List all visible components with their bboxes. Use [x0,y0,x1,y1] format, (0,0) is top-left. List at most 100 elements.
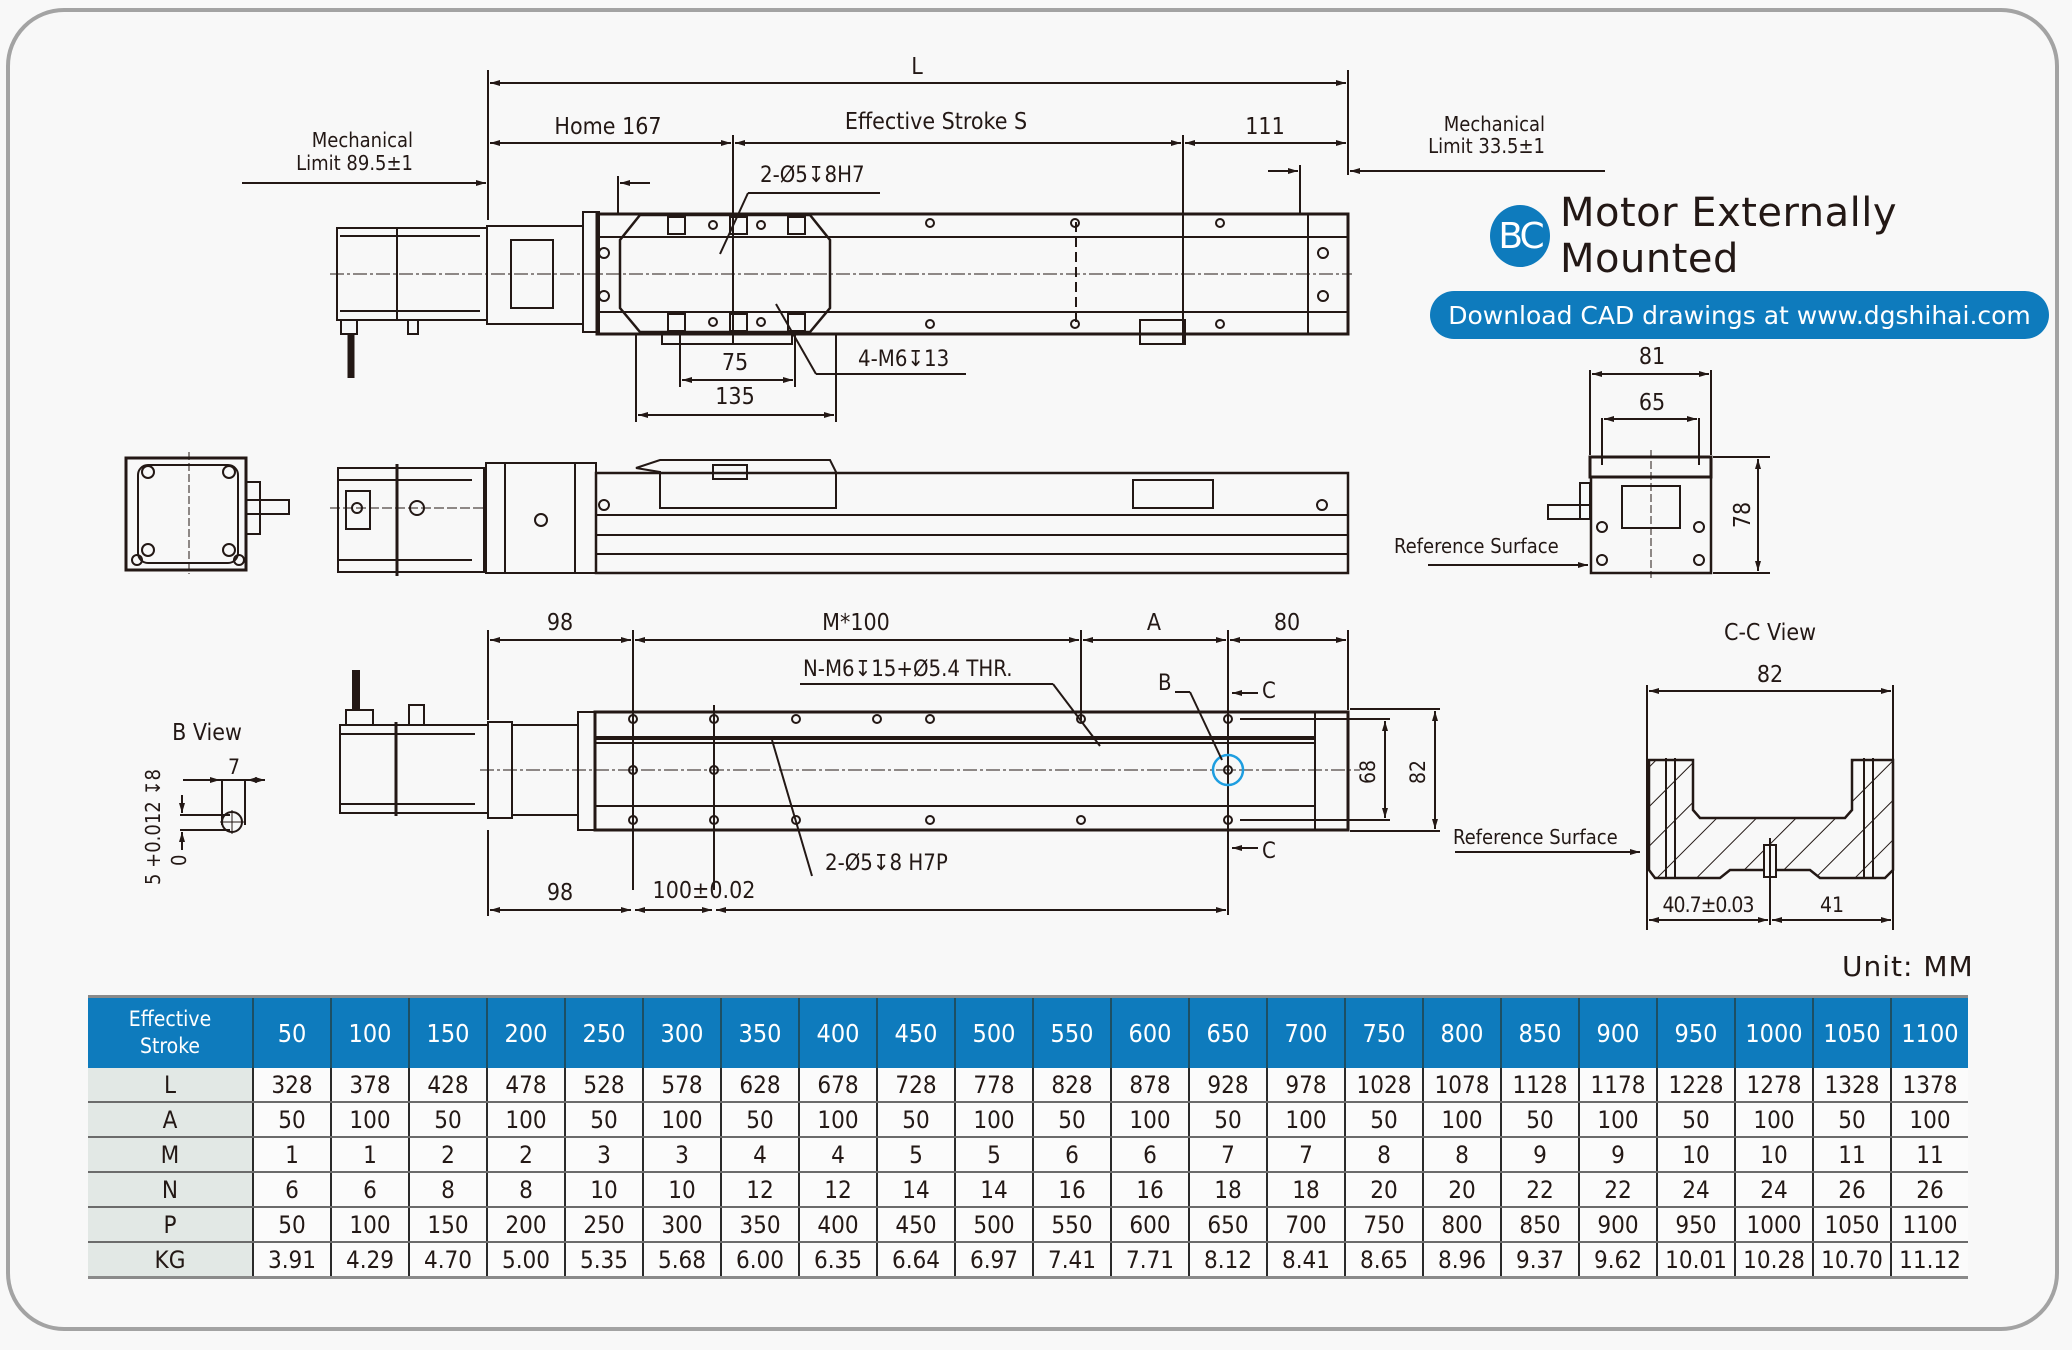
table-cell: 8 [408,1172,487,1208]
table-cell: 100 [954,1102,1033,1138]
table-cell: 1378 [1890,1068,1968,1103]
row-label: N [88,1172,253,1208]
table-cell: 18 [1188,1172,1267,1208]
mech-limit-right-line2: Limit 33.5±1 [1428,134,1545,158]
table-cell: 4.70 [408,1242,487,1279]
table-cell: 4 [720,1137,799,1173]
column-header-stroke: 100 [330,995,409,1068]
table-cell: 778 [954,1068,1033,1103]
table-cell: 100 [1422,1102,1501,1138]
row-label: M [88,1137,253,1173]
table-cell: 20 [1344,1172,1423,1208]
table-cell: 850 [1500,1207,1579,1243]
right-end-view [1428,370,1770,578]
label-68: 68 [1356,760,1380,784]
column-header-stroke: 600 [1110,995,1189,1068]
table-cell: 4.29 [330,1242,409,1279]
table-cell: 3 [642,1137,721,1173]
table-cell: 14 [954,1172,1033,1208]
label-75: 75 [722,350,748,376]
column-header-stroke: 300 [642,995,721,1068]
table-cell: 1328 [1812,1068,1891,1103]
cc-label-82: 82 [1757,662,1783,688]
label-98-top: 98 [547,610,573,636]
label-82: 82 [1406,760,1430,784]
table-cell: 11 [1890,1137,1968,1173]
column-header-stroke: 1050 [1812,995,1891,1068]
table-cell: 9.62 [1578,1242,1657,1279]
label-C-top: C [1262,679,1276,704]
b-view-dim-7: 7 [228,755,240,779]
table-cell: 7.41 [1032,1242,1111,1279]
table-cell: 750 [1344,1207,1423,1243]
column-header-stroke: 850 [1500,995,1579,1068]
table-cell: 978 [1266,1068,1345,1103]
table-cell: 878 [1110,1068,1189,1103]
mech-limit-left-line1: Mechanical [312,128,413,152]
table-cell: 20 [1422,1172,1501,1208]
detail-b-highlight [1211,753,1245,787]
table-cell: 50 [1344,1102,1423,1138]
table-cell: 12 [798,1172,877,1208]
cc-label-41: 41 [1820,893,1844,917]
cc-label-407: 40.7±0.03 [1663,893,1754,917]
table-cell: 24 [1656,1172,1735,1208]
column-header-stroke: 50 [252,995,331,1068]
table-cell: 50 [720,1102,799,1138]
screw-callout-top: 4-M6↧13 [858,347,949,372]
table-cell: 16 [1110,1172,1189,1208]
pin-callout-top: 2-Ø5↧8H7 [760,163,865,188]
table-cell: 700 [1266,1207,1345,1243]
table-cell: 50 [1500,1102,1579,1138]
table-cell: 1278 [1734,1068,1813,1103]
column-header-stroke: 450 [876,995,955,1068]
label-78: 78 [1730,502,1756,528]
table-cell: 100 [798,1102,877,1138]
table-cell: 3 [564,1137,643,1173]
bottom-view [339,630,1640,916]
table-cell: 10.01 [1656,1242,1735,1279]
label-L: L [911,54,923,80]
table-cell: 728 [876,1068,955,1103]
table-cell: 8 [1422,1137,1501,1173]
column-header-stroke: 200 [486,995,565,1068]
column-header-stroke: 650 [1188,995,1267,1068]
table-cell: 8 [486,1172,565,1208]
table-cell: 1 [252,1137,331,1173]
column-header-stroke: 1000 [1734,995,1813,1068]
mech-limit-right-line1: Mechanical [1444,112,1545,136]
table-cell: 950 [1656,1207,1735,1243]
product-title: BC Motor Externally Mounted [1490,190,2072,282]
table-cell: 22 [1500,1172,1579,1208]
table-cell: 650 [1188,1207,1267,1243]
table-cell: 8.96 [1422,1242,1501,1279]
b-view-tolerance: 5 +0.012 ↧8 [141,769,165,885]
row-header-effective-stroke: Effective Stroke [88,995,253,1068]
table-cell: 1228 [1656,1068,1735,1103]
table-cell: 50 [564,1102,643,1138]
top-view [242,70,1605,422]
table-cell: 5.68 [642,1242,721,1279]
table-cell: 478 [486,1068,565,1103]
column-header-stroke: 950 [1656,995,1735,1068]
table-cell: 12 [720,1172,799,1208]
table-cell: 5 [954,1137,1033,1173]
table-cell: 9 [1500,1137,1579,1173]
table-cell: 10.70 [1812,1242,1891,1279]
table-cell: 1028 [1344,1068,1423,1103]
table-cell: 600 [1110,1207,1189,1243]
column-header-stroke: 800 [1422,995,1501,1068]
table-cell: 100 [1110,1102,1189,1138]
download-cad-banner[interactable]: Download CAD drawings at www.dgshihai.co… [1430,291,2049,339]
table-cell: 350 [720,1207,799,1243]
reference-surface-bottom: Reference Surface [1453,825,1618,849]
table-cell: 428 [408,1068,487,1103]
table-cell: 200 [486,1207,565,1243]
table-cell: 7 [1266,1137,1345,1173]
table-cell: 6 [252,1172,331,1208]
table-cell: 6.00 [720,1242,799,1279]
table-cell: 50 [876,1102,955,1138]
table-cell: 500 [954,1207,1033,1243]
